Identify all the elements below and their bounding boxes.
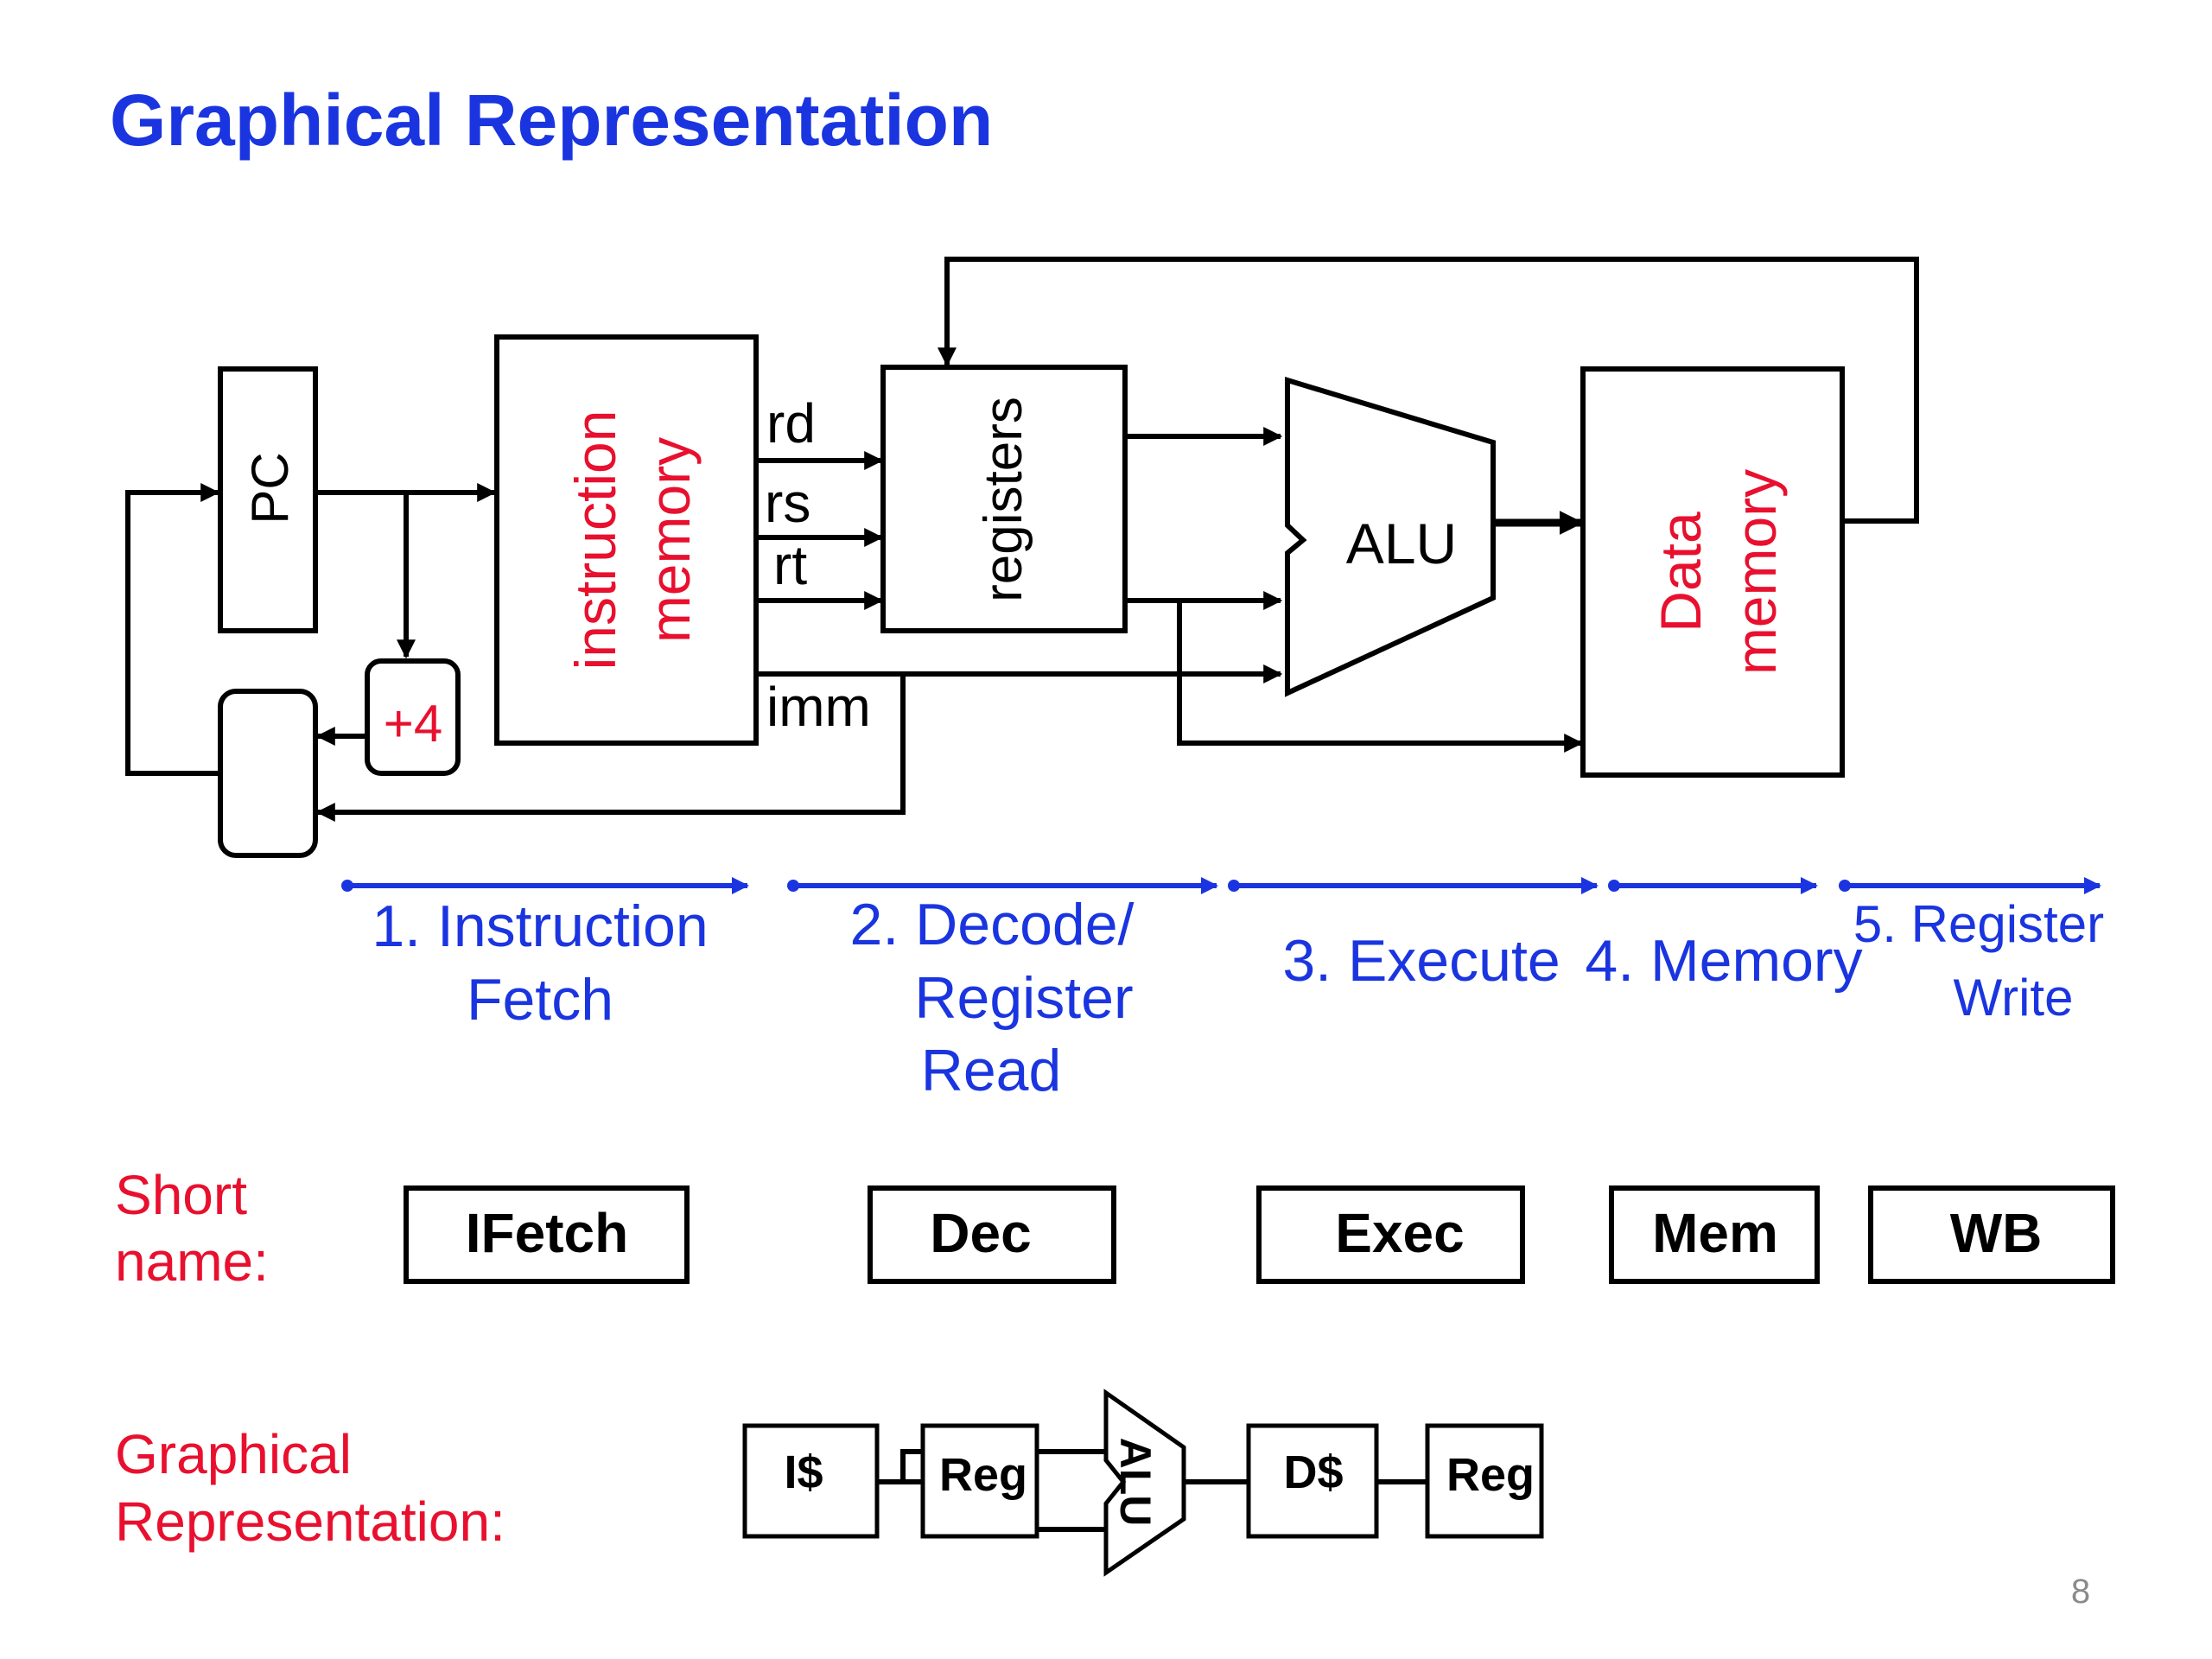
field-imm-label: imm <box>766 676 871 738</box>
pipeline-graphic: I$ Reg ALU D$ Reg <box>742 1389 1544 1577</box>
field-rt-label: rt <box>773 534 807 596</box>
plus4-adder: +4 <box>365 658 461 776</box>
instruction-field-labels: rd rs rt imm <box>765 392 871 738</box>
stage-1-label-line1: 1. Instruction <box>372 893 708 959</box>
field-rs-label: rs <box>765 472 810 534</box>
pc-label: PC <box>241 452 299 524</box>
plus4-label: +4 <box>384 695 442 753</box>
stage-1-label-line2: Fetch <box>467 967 613 1033</box>
graphic-reg-read-box <box>920 1423 1039 1539</box>
stage-5-label-line2: Write <box>1954 969 2074 1027</box>
graphic-reg-read-label: Reg <box>939 1449 1027 1501</box>
data-memory-label-line2: memory <box>1724 469 1788 675</box>
slide-title: Graphical Representation <box>110 79 993 161</box>
stage-5-label-line1: 5. Register <box>1853 895 2104 953</box>
stage-2-label-line1: 2. Decode/ <box>850 892 1135 957</box>
pc-register: PC <box>218 366 318 633</box>
short-name-label-line2: name: <box>115 1230 269 1293</box>
page-number: 8 <box>2071 1573 2090 1611</box>
stage-4-label: 4. Memory <box>1585 928 1862 994</box>
register-file: registers <box>880 365 1128 633</box>
short-name-label-line1: Short <box>115 1164 247 1226</box>
instruction-memory-label-line1: instruction <box>563 410 627 671</box>
short-name-wb: WB <box>1950 1202 2043 1264</box>
graphical-label: Graphical Representation: <box>115 1423 505 1553</box>
registers-label: registers <box>974 397 1033 602</box>
short-name-boxes: IFetch Dec Exec Mem WB <box>404 1185 2115 1284</box>
graphic-icache-box <box>742 1423 880 1539</box>
graphic-dcache-box <box>1246 1423 1379 1539</box>
graphic-icache-label: I$ <box>784 1446 823 1498</box>
data-memory-label-line1: Data <box>1649 512 1713 632</box>
data-memory: Data memory <box>1580 366 1845 778</box>
instruction-memory-label-line2: memory <box>638 437 702 643</box>
short-name-exec: Exec <box>1335 1202 1464 1264</box>
short-name-label: Short name: <box>115 1164 269 1293</box>
graphical-label-line1: Graphical <box>115 1423 352 1485</box>
graphic-dcache-label: D$ <box>1283 1446 1343 1498</box>
datapath-wires <box>125 257 1919 822</box>
alu: ALU <box>1285 376 1496 697</box>
short-name-ifetch: IFetch <box>466 1202 628 1264</box>
graphical-label-line2: Representation: <box>115 1491 505 1553</box>
short-name-dec: Dec <box>930 1202 1031 1264</box>
instruction-memory: instruction memory <box>494 334 759 746</box>
alu-label: ALU <box>1346 512 1457 575</box>
graphic-alu-label: ALU <box>1111 1438 1160 1527</box>
graphic-reg-write-box <box>1425 1423 1544 1539</box>
stage-2-label-line2: Register <box>914 965 1133 1031</box>
stage-labels: 1. Instruction Fetch 2. Decode/ Register… <box>372 892 2104 1103</box>
short-name-mem: Mem <box>1652 1202 1778 1264</box>
pc-mux <box>218 689 318 858</box>
graphic-reg-write-label: Reg <box>1446 1449 1535 1501</box>
stage-2-label-line3: Read <box>921 1038 1062 1103</box>
stage-3-label: 3. Execute <box>1282 928 1560 994</box>
field-rd-label: rd <box>766 392 816 454</box>
graphic-alu-shape <box>1103 1389 1186 1577</box>
